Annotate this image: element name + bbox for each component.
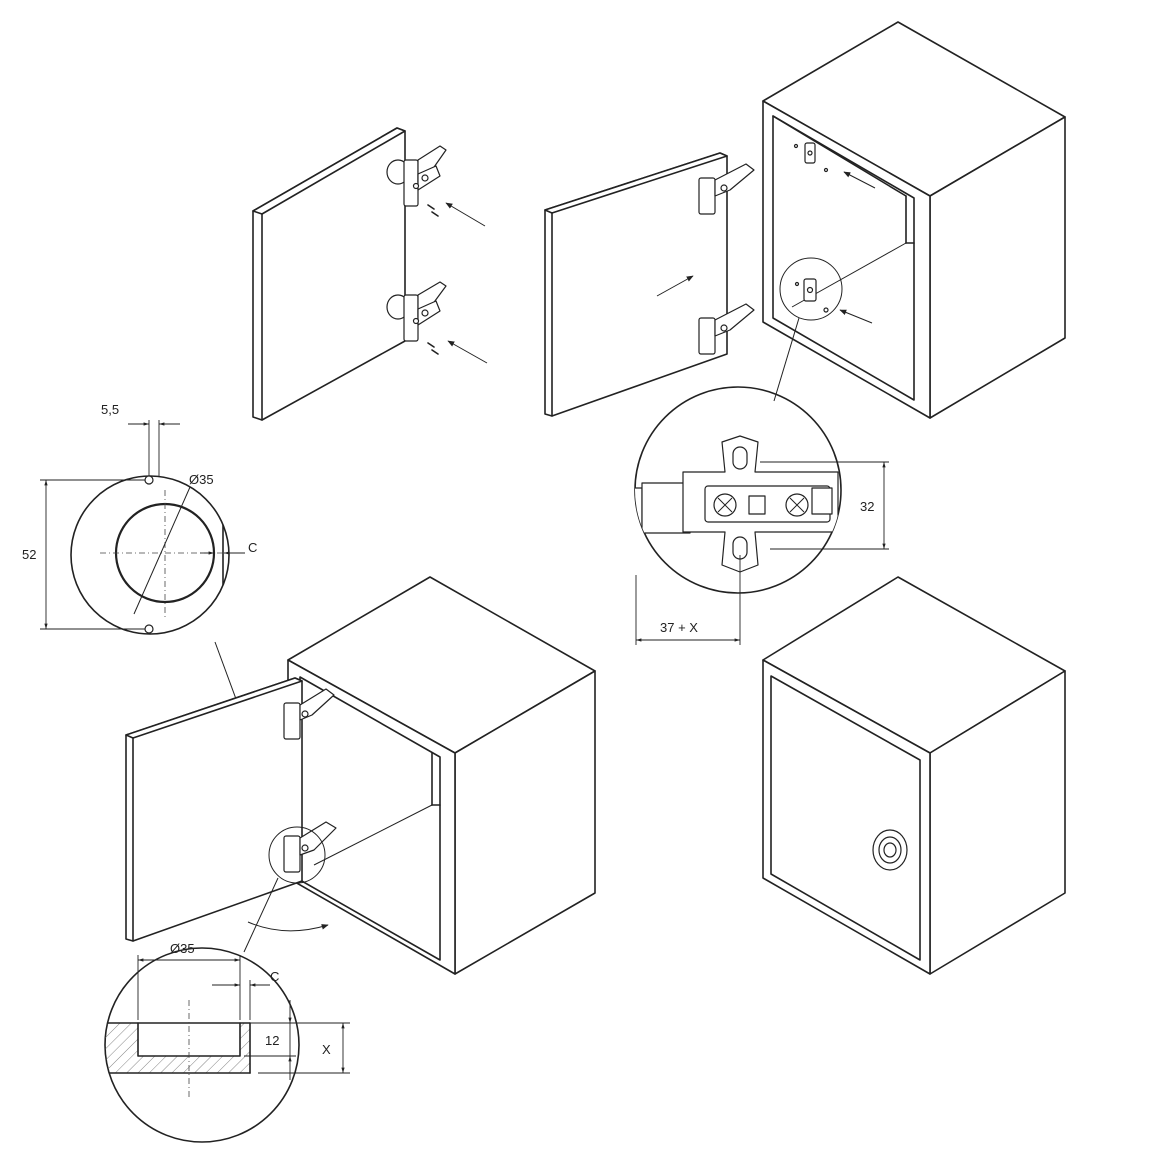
dim-label-plate-offset: 37 + X <box>660 620 698 635</box>
screw-hole-upper <box>144 476 154 485</box>
callout-leader-b <box>773 317 800 402</box>
arrow-lower <box>447 340 488 364</box>
arrow-door <box>656 275 694 297</box>
dim-label-edge-distance: C <box>248 540 257 555</box>
detail-circle-a <box>70 475 230 635</box>
attached-hinge-lower-icon <box>283 821 337 873</box>
dim-label-section-edge: C <box>270 969 279 984</box>
detail-c-section: Ø35 C 12 X <box>104 941 350 1143</box>
dim-label-spacing: 52 <box>22 547 36 562</box>
hinge-upper-icon <box>386 145 447 207</box>
dim-label-offset: 5,5 <box>101 402 119 417</box>
arrow-upper <box>445 202 486 227</box>
arrow-cabinet-lower <box>839 309 873 324</box>
detail-callout-circle-c <box>268 826 326 884</box>
door-panel-top <box>544 152 728 214</box>
attached-hinge-upper-icon <box>283 688 335 740</box>
door-swing-arrow <box>247 921 329 932</box>
detail-b-mounting-plate: 32 37 + X <box>634 386 889 645</box>
knob-icon <box>872 829 908 871</box>
door-panel-edge <box>252 127 406 215</box>
closed-door-inset <box>770 675 921 961</box>
detail-a-drilling-pattern: 5,5 52 Ø35 C <box>22 402 289 841</box>
step1-door-with-hinges <box>252 127 488 421</box>
arrow-cabinet-upper <box>843 171 876 189</box>
callout-leader-c <box>243 877 279 953</box>
step4-closed-cabinet <box>762 576 1066 975</box>
detail-callout-circle-b <box>779 257 843 321</box>
door-hinge-upper-icon <box>698 163 755 215</box>
screw-hole-lower <box>144 624 154 634</box>
cabinet-plate-lower-icon <box>794 278 829 313</box>
cabinet-plate-upper-icon <box>793 142 829 173</box>
dim-label-panel-thickness: X <box>322 1042 331 1057</box>
screws-upper-icon <box>427 204 439 217</box>
cabinet-side-section <box>635 487 643 529</box>
slot-upper <box>732 446 748 470</box>
open-door-panel <box>125 677 303 942</box>
step3-door-attached <box>125 576 596 975</box>
hinge-lower-icon <box>386 281 447 342</box>
step2-door-and-cabinet <box>544 21 1066 419</box>
dim-label-section-bore: Ø35 <box>170 941 195 956</box>
dim-label-bore-depth: 12 <box>265 1033 279 1048</box>
door-hinge-lower-icon <box>698 303 755 355</box>
open-door-edge <box>125 677 303 739</box>
dim-label-bore-diameter: Ø35 <box>189 472 214 487</box>
screws-lower-icon <box>427 342 439 355</box>
cabinet-opening <box>772 115 915 401</box>
dim-label-plate-height: 32 <box>860 499 874 514</box>
